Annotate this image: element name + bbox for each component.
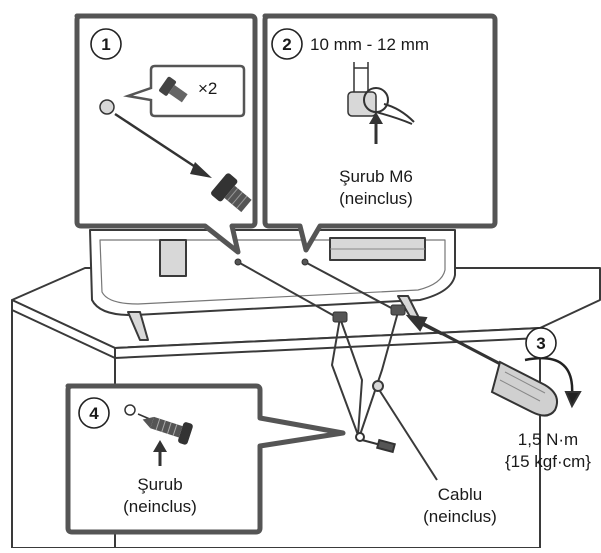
step-badge-1 (90, 28, 122, 60)
cable-arrow-line-2 (304, 261, 396, 311)
screwdriver-arrow (421, 322, 443, 336)
panel-4-frame (65, 383, 346, 535)
cable-left (330, 317, 359, 436)
panel-1: 1 ×2 (74, 13, 258, 255)
panel2-screw-note: (neinclus) (339, 189, 413, 208)
tv-foot-left (127, 311, 149, 341)
step-number-2: 2 (282, 35, 291, 54)
step-number-1: 1 (101, 35, 110, 54)
torque-alt-value: {15 kgf·cm} (505, 452, 591, 471)
insert-arrow-head (190, 162, 212, 178)
anchor-screw (355, 432, 396, 454)
cable-note: (neinclus) (423, 507, 497, 526)
screw-small-icon (159, 76, 188, 103)
panel-4: 4 Şurub (neinclus) (65, 383, 346, 535)
wood-screw-icon (142, 416, 193, 445)
screwdriver (405, 314, 582, 417)
panel4-screw-name: Şurub (137, 475, 182, 494)
cable-left-b (339, 317, 364, 436)
cable-leader (377, 387, 438, 481)
step-badge-3 (525, 327, 557, 359)
screw-large-icon (211, 173, 252, 213)
mount-points (234, 258, 406, 323)
torque-value: 1,5 N·m (518, 430, 578, 449)
panel-2: 2 10 mm - 12 mm Şurub M6 (neinclus) (262, 13, 498, 253)
screw-length-dimension: 10 mm - 12 mm (310, 35, 429, 54)
cable-right (359, 311, 399, 436)
mount-point-2 (390, 304, 406, 316)
cables (237, 261, 438, 481)
cable-name: Cablu (438, 485, 482, 504)
step-number-3: 3 (536, 334, 545, 353)
step-badge-2 (271, 28, 303, 60)
screw-callout (123, 64, 246, 118)
step-number-4: 4 (89, 404, 99, 423)
panel2-screw-name: Şurub M6 (339, 167, 413, 186)
screwdriver-handle (490, 360, 558, 417)
screw-quantity: ×2 (198, 79, 217, 98)
rotation-arrow (524, 356, 574, 396)
dimension-marks (353, 62, 369, 92)
mount-point-1 (332, 311, 348, 323)
screw-hook-detail (347, 87, 415, 144)
small-hole (124, 404, 136, 416)
insert-arrow-line (114, 112, 201, 172)
step-badge-4 (78, 397, 110, 429)
tv-panel-left (159, 239, 187, 277)
cable-arrow-line-1 (237, 261, 339, 319)
panel-2-frame (262, 13, 498, 253)
panel4-screw-note: (neinclus) (123, 497, 197, 516)
wall-hole (99, 99, 115, 115)
